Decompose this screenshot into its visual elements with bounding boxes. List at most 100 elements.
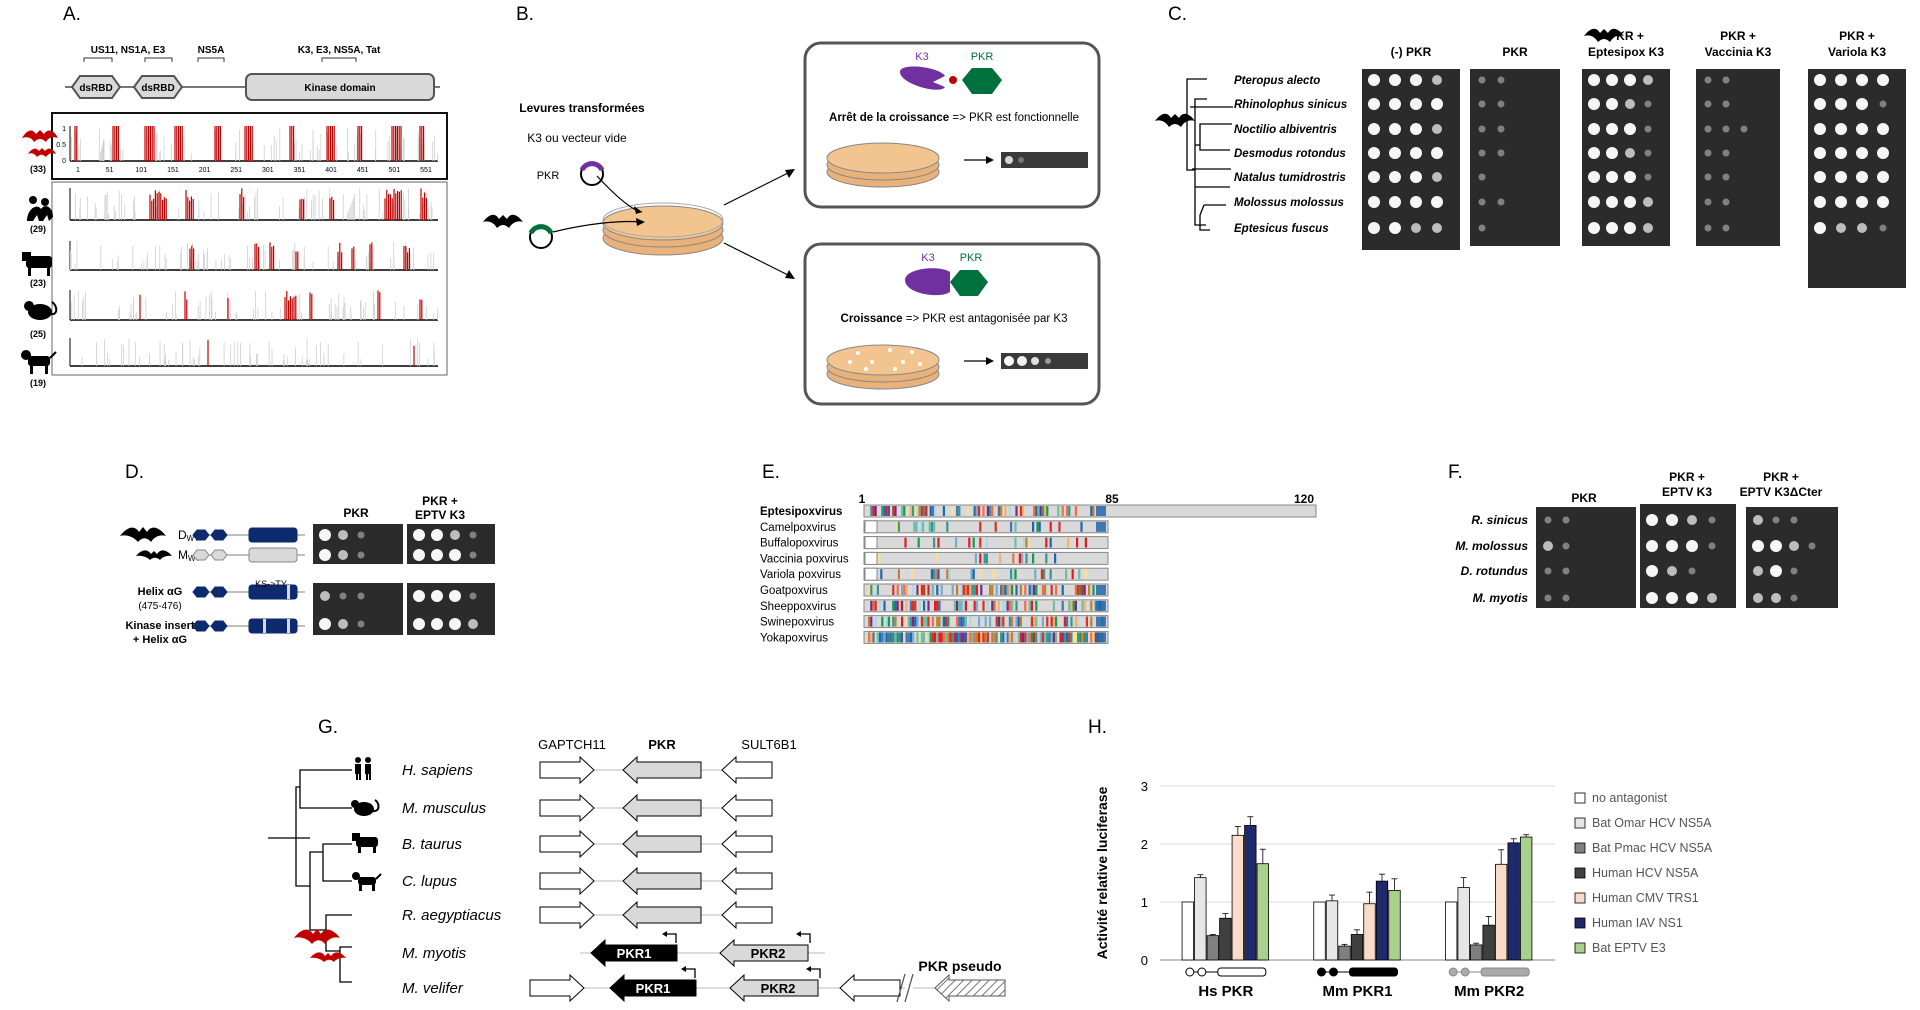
legend-label: Human CMV TRS1 (1592, 891, 1699, 905)
residue (874, 506, 877, 516)
yeast-subtitle: K3 ou vecteur vide (527, 131, 627, 145)
f-species: M. molossus (1455, 539, 1528, 553)
residue (898, 632, 901, 643)
dog-icon (21, 350, 57, 374)
bat-icon-red (22, 130, 58, 157)
residue (969, 585, 972, 595)
yeast-spot (1544, 516, 1552, 524)
residue (1021, 553, 1024, 564)
yeast-spot (1562, 516, 1570, 524)
c-species: Pteropus alecto (1234, 75, 1320, 87)
residue (903, 585, 906, 595)
d-header-k3: PKR +EPTV K3 (415, 494, 465, 522)
residue (923, 600, 926, 611)
residue (872, 506, 875, 516)
residue (1039, 506, 1042, 516)
residue (1078, 569, 1081, 580)
yeast-spot (320, 591, 330, 601)
residue (978, 506, 981, 516)
yeast-spot (449, 549, 461, 561)
yeast-spot (357, 531, 365, 539)
residue (1092, 585, 1095, 595)
yeast-spot (1606, 147, 1618, 159)
yeast-spot (1740, 125, 1748, 133)
residue (923, 585, 926, 595)
bar (1507, 842, 1520, 961)
gene-arrow-right (529, 973, 585, 1003)
residue (985, 553, 988, 564)
residue (940, 632, 943, 643)
residue (1044, 506, 1047, 516)
residue (964, 616, 967, 627)
yeast-spot (1644, 149, 1652, 157)
residue (904, 537, 907, 548)
gene-arrow-left (719, 938, 809, 968)
residue (918, 506, 921, 516)
residue (993, 600, 996, 611)
residue (909, 506, 912, 516)
residue (962, 616, 965, 627)
gene-arrow-left (622, 755, 702, 785)
residue (870, 632, 873, 643)
residue (912, 585, 915, 595)
residue (878, 553, 881, 564)
legend-swatch (1574, 942, 1586, 954)
gene-arrow-left (729, 973, 819, 1003)
yeast-spot (1497, 76, 1505, 84)
residue (982, 632, 985, 643)
yeast-spot (1606, 98, 1618, 110)
virus-name: Variola poxvirus (760, 569, 841, 581)
residue (1006, 585, 1009, 595)
residue (1077, 632, 1080, 643)
residue (993, 632, 996, 643)
bat-icon-c (1155, 113, 1195, 127)
residue (1090, 616, 1093, 627)
bat-icon-g-red (294, 929, 346, 962)
residue (1038, 521, 1041, 532)
virus-name: Buffalopoxvirus (760, 538, 839, 550)
dsrbd2-shape (132, 75, 184, 99)
category-label: Mm PKR1 (1322, 983, 1392, 1000)
domain-tag-1: US11, NS1A, E3 (91, 45, 166, 56)
cow-icon (22, 252, 52, 276)
residue (956, 585, 959, 595)
residue (912, 506, 915, 516)
bar (1338, 945, 1351, 961)
residue (916, 632, 919, 643)
yeast-spot (1879, 100, 1887, 108)
residue (933, 569, 936, 580)
residue (912, 600, 915, 611)
f-species: D. rotundus (1461, 564, 1529, 578)
yeast-spot (1722, 125, 1730, 133)
gene-pkr: PKR (648, 737, 676, 752)
gene-arrow-left (622, 829, 702, 859)
yeast-spot (1877, 123, 1889, 135)
residue (1049, 537, 1052, 548)
yeast-spot (1790, 594, 1798, 602)
gene-arrow-left (721, 755, 773, 785)
residue (1071, 569, 1074, 580)
residue (962, 632, 965, 643)
result-bottom: Croissance => PKR est antagonisée par K3 (841, 313, 1068, 325)
residue (974, 553, 977, 564)
bat-icon-b (483, 214, 523, 228)
residue (982, 506, 985, 516)
residue (973, 600, 976, 611)
residue (1094, 600, 1097, 611)
yeast-spot (1877, 147, 1889, 159)
f-species: R. sinicus (1471, 513, 1528, 527)
yeast-spot (469, 531, 477, 539)
e-tick-85: 85 (1105, 492, 1119, 506)
yeast-spot (1666, 540, 1678, 552)
bar (1445, 901, 1458, 961)
pkr-insert (528, 224, 554, 235)
k3-shape-bottom (905, 268, 950, 296)
pkr-construct (192, 618, 305, 634)
residue (982, 600, 985, 611)
residue (1074, 506, 1077, 516)
residue (979, 553, 982, 564)
residue (1037, 506, 1040, 516)
residue (1045, 553, 1048, 564)
tss-arrow (683, 968, 696, 978)
